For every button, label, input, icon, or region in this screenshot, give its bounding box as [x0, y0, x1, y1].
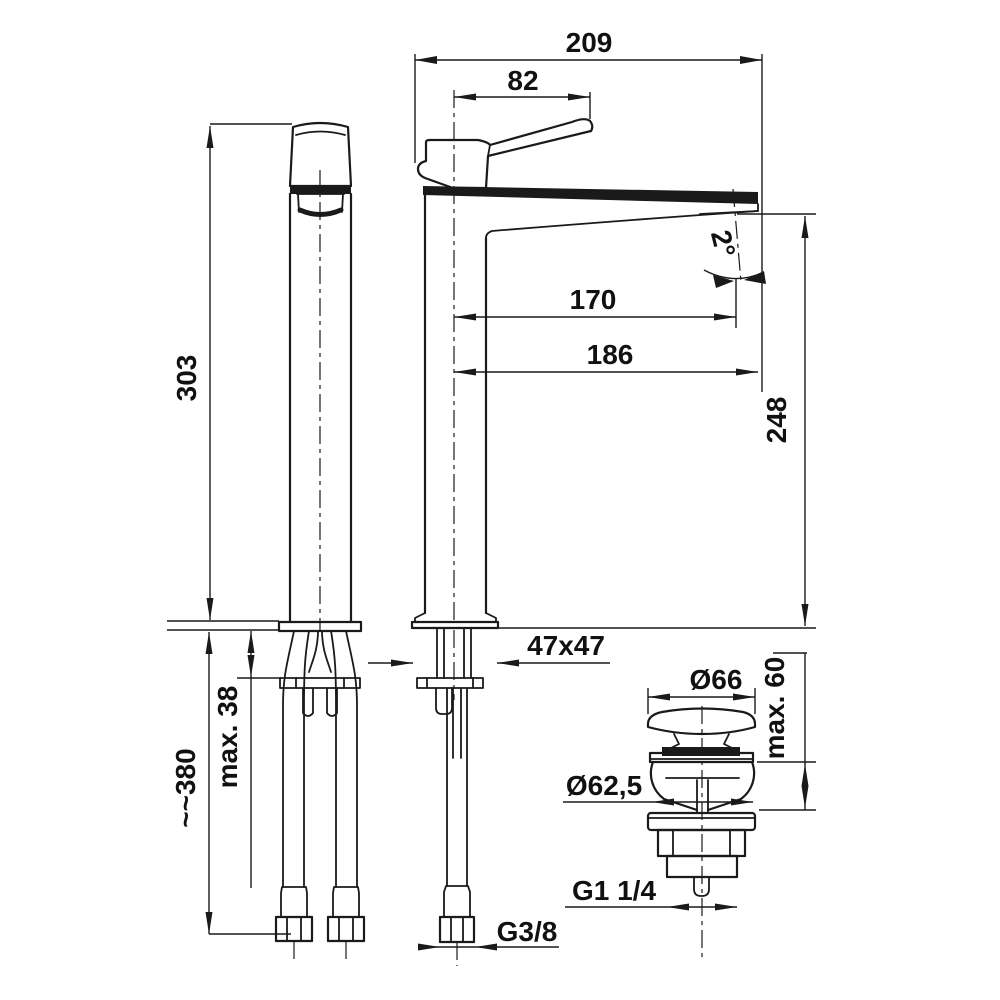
- drain-stub: [693, 876, 710, 897]
- hose-right-collar: [332, 886, 360, 918]
- dim-drain-max-thickness-label: max. 60: [759, 657, 790, 760]
- lever-front-notch: [487, 144, 491, 157]
- hose-centerline-tails: [293, 941, 347, 959]
- dim-spout-angle-label: 2°: [705, 227, 742, 260]
- dim-supply-thread-label: G3/8: [497, 916, 558, 947]
- threaded-shank: [436, 627, 472, 679]
- dim-overall-length: 209: [414, 27, 763, 392]
- side-hose-collar: [443, 885, 471, 918]
- side-hoses: [446, 687, 468, 887]
- dim-body-height-label: 303: [171, 355, 202, 402]
- dim-base-footprint: 47x47: [368, 630, 610, 667]
- mounting-studs: [302, 687, 338, 717]
- drain-cap-dome: [646, 707, 757, 736]
- dim-max-deck-thickness: max. 38: [212, 631, 281, 888]
- hose-left-collar: [280, 886, 308, 918]
- side-body-edges: [423, 193, 488, 615]
- dim-overall-length-label: 209: [566, 27, 613, 58]
- front-view: [274, 121, 366, 959]
- hose-right-nut: [326, 915, 366, 943]
- handle-cap-inner-line: [295, 130, 346, 136]
- dim-drain-thread: G1 1/4: [565, 875, 737, 911]
- dim-body-height: 303: [167, 123, 292, 631]
- deck-flange: [277, 620, 363, 633]
- hose-right-outer: [345, 630, 358, 888]
- dim-drain-cap-diameter: Ø66: [647, 664, 756, 714]
- hose-cross-lines: [308, 630, 332, 673]
- side-view: [410, 90, 759, 966]
- drain-body-sphere: [649, 760, 756, 812]
- handle-cap-base-band: [290, 186, 351, 194]
- mounting-plate-notches: [295, 677, 345, 689]
- side-hose-nut: [438, 915, 476, 944]
- dim-hose-length: ~~380: [170, 632, 291, 935]
- hose-right-nut-facets: [338, 916, 354, 942]
- aerator-axis-tilted: [732, 188, 742, 283]
- aerator-face-line: [699, 210, 759, 215]
- spout-top-plate: [423, 186, 758, 204]
- base-flare: [414, 612, 497, 623]
- hose-left-nut: [274, 915, 314, 943]
- dim-spout-reach-label: 170: [570, 284, 617, 315]
- drain-locknut-facets: [672, 829, 731, 857]
- dim-spout-tip-reach-label: 186: [587, 339, 634, 370]
- dim-max-deck-thickness-label: max. 38: [212, 686, 243, 789]
- side-deck-flange: [410, 620, 500, 630]
- dim-supply-thread: G3/8: [418, 916, 559, 951]
- side-hose-nut-facets: [450, 916, 464, 943]
- drain-seal-band: [662, 747, 740, 756]
- drain-assembly: [646, 706, 757, 958]
- side-plate-notches: [426, 677, 474, 689]
- dim-outlet-height: 248: [498, 213, 816, 629]
- hose-left-inner: [303, 630, 310, 888]
- mounting-bolt: [435, 687, 453, 715]
- dim-hose-length-label: ~~380: [170, 748, 201, 827]
- dim-outlet-height-label: 248: [761, 397, 792, 444]
- dim-drain-thread-label: G1 1/4: [572, 875, 656, 906]
- hose-left-outer: [282, 630, 295, 888]
- dim-drain-body-diameter: Ø62,5: [563, 770, 753, 806]
- handle-cap-outline: [288, 121, 353, 188]
- hose-right-inner: [330, 630, 337, 888]
- body-column: [288, 192, 353, 624]
- hose-left-nut-facets: [286, 916, 302, 942]
- dim-drain-body-diameter-label: Ø62,5: [566, 770, 642, 801]
- dim-spout-angle: 2°: [703, 227, 766, 288]
- dim-drain-cap-diameter-label: Ø66: [690, 664, 743, 695]
- mounting-plate: [279, 677, 361, 689]
- dim-spout-reach: 170: [454, 278, 737, 328]
- dim-handle-reach-label: 82: [507, 65, 538, 96]
- side-mounting-plate: [416, 677, 484, 689]
- dim-drain-max-thickness: max. 60: [757, 652, 816, 811]
- dim-base-footprint-label: 47x47: [527, 630, 605, 661]
- lever-handle: [416, 118, 594, 190]
- dim-handle-reach: 82: [454, 65, 591, 119]
- dim-spout-tip-reach: 186: [454, 339, 758, 376]
